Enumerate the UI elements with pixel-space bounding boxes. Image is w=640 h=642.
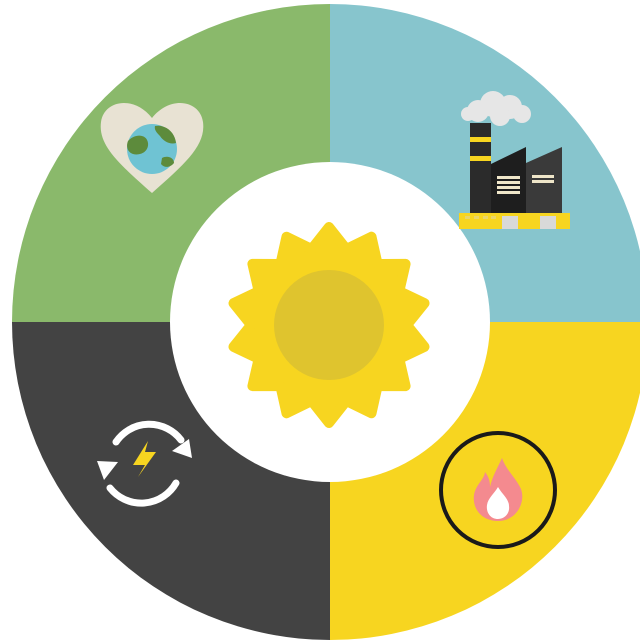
sun-icon (228, 222, 430, 428)
steam-cloud (461, 91, 531, 126)
earth-heart-icon (100, 102, 204, 193)
sun-core (274, 270, 384, 380)
renewable-energy-icon (97, 420, 192, 507)
fire-icon (439, 431, 557, 549)
factory-icon (459, 91, 570, 229)
